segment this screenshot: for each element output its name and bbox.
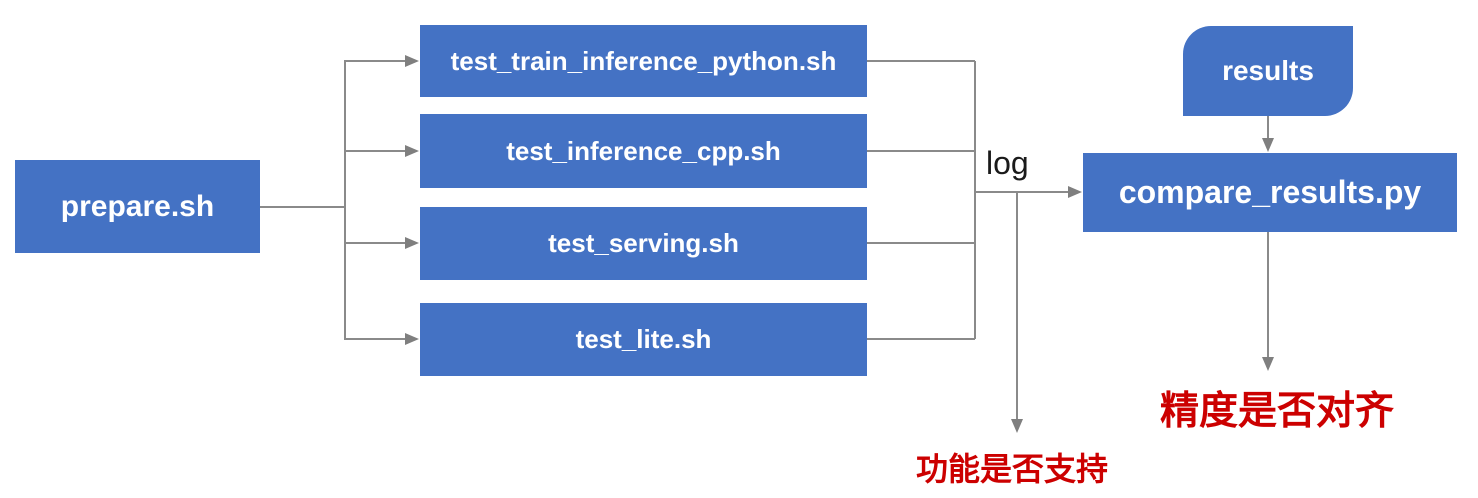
node-prepare-sh: prepare.sh <box>15 160 260 253</box>
connector-fanout-spine <box>344 61 346 339</box>
node-compare-results-py: compare_results.py <box>1083 153 1457 232</box>
connector-results-to-compare <box>1267 116 1269 138</box>
connector-collector-spine <box>974 61 976 339</box>
arrowhead-branch-2-icon <box>405 145 419 157</box>
node-results: results <box>1183 26 1353 116</box>
arrowhead-log-to-compare-icon <box>1068 186 1082 198</box>
connector-branch-2 <box>344 150 406 152</box>
node-test-lite-sh: test_lite.sh <box>420 303 867 376</box>
log-label: log <box>986 145 1029 181</box>
arrowhead-branch-1-icon <box>405 55 419 67</box>
connector-merge-2 <box>867 150 975 152</box>
annotation-precision-aligned: 精度是否对齐 <box>1160 390 1395 433</box>
node-test-inference-cpp-sh: test_inference_cpp.sh <box>420 114 867 188</box>
arrowhead-compare-down-icon <box>1262 357 1274 371</box>
arrowhead-log-drop-icon <box>1011 419 1023 433</box>
node-test-train-inference-python-sh: test_train_inference_python.sh <box>420 25 867 97</box>
annotation-function-support: 功能是否支持 <box>916 451 1109 487</box>
connector-merge-1 <box>867 60 975 62</box>
arrowhead-branch-3-icon <box>405 237 419 249</box>
connector-log-to-compare <box>975 191 1069 193</box>
connector-merge-3 <box>867 242 975 244</box>
connector-merge-4 <box>867 338 975 340</box>
node-test-serving-sh: test_serving.sh <box>420 207 867 280</box>
connector-branch-3 <box>344 242 406 244</box>
connector-branch-4 <box>344 338 406 340</box>
connector-prepare-out <box>260 206 345 208</box>
connector-log-drop <box>1016 192 1018 419</box>
connector-compare-down <box>1267 232 1269 357</box>
arrowhead-results-to-compare-icon <box>1262 138 1274 152</box>
connector-branch-1 <box>344 60 406 62</box>
arrowhead-branch-4-icon <box>405 333 419 345</box>
